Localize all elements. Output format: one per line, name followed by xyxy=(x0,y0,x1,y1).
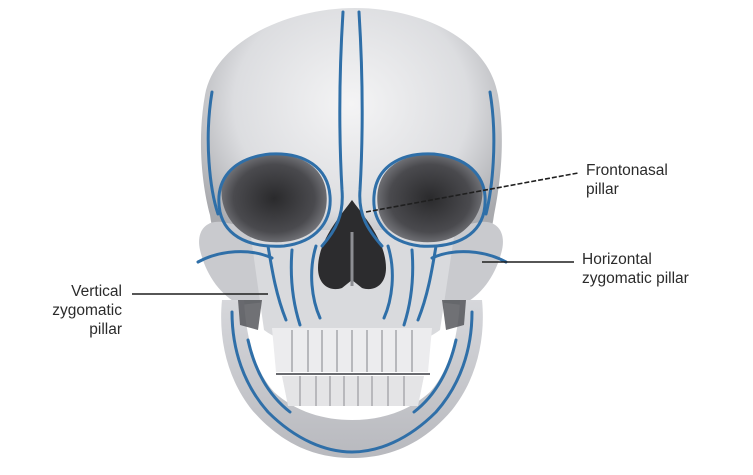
vertical-label-line3: pillar xyxy=(36,320,122,339)
vertical-label-line1: Vertical xyxy=(36,282,122,301)
horizontal-label-line2: zygomatic pillar xyxy=(582,269,689,288)
frontonasal-pillar-label: Frontonasal pillar xyxy=(586,161,668,199)
frontonasal-label-line2: pillar xyxy=(586,180,668,199)
lower-teeth xyxy=(282,376,424,406)
horizontal-label-line1: Horizontal xyxy=(582,250,689,269)
upper-teeth xyxy=(272,328,432,372)
horizontal-zygomatic-pillar-label: Horizontal zygomatic pillar xyxy=(582,250,689,288)
vertical-zygomatic-pillar-label: Vertical zygomatic pillar xyxy=(36,282,122,339)
frontonasal-label-line1: Frontonasal xyxy=(586,161,668,180)
vertical-label-line2: zygomatic xyxy=(36,301,122,320)
